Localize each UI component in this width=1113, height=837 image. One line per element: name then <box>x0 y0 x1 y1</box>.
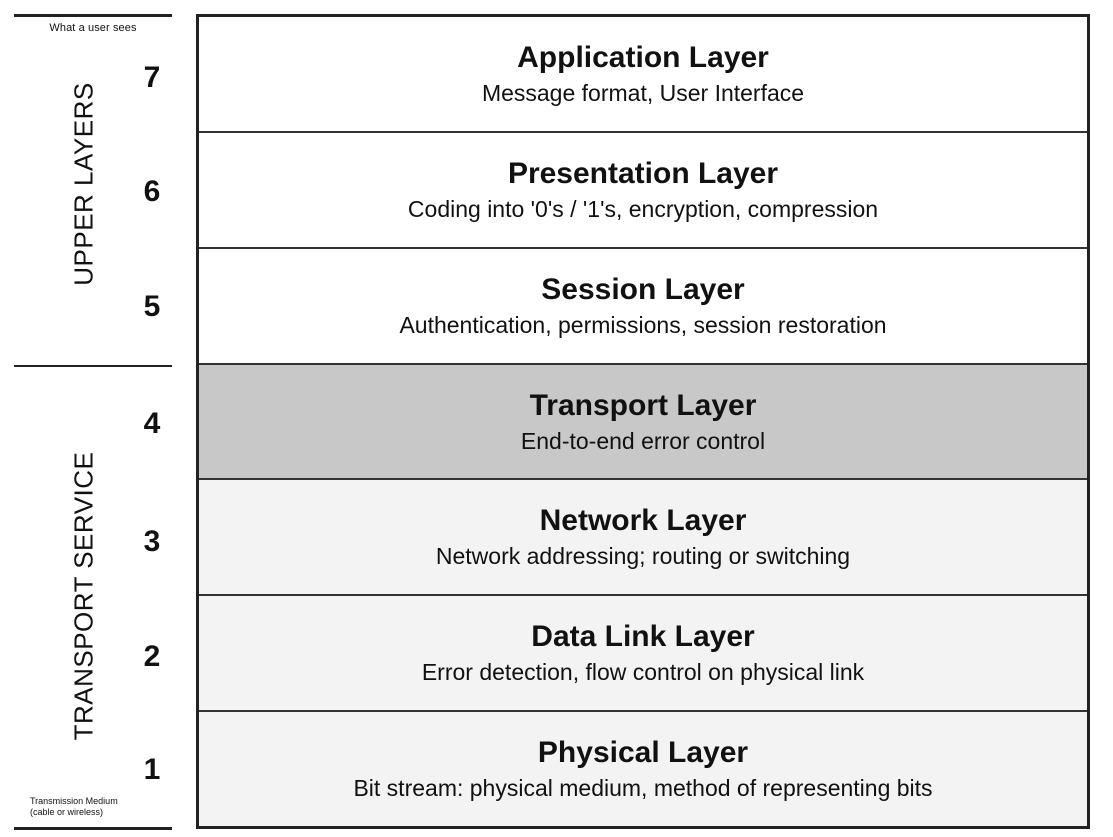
application-layer: Application Layer Message format, User I… <box>199 17 1087 131</box>
layer-number-2: 2 <box>143 640 161 673</box>
osi-layer-stack: Application Layer Message format, User I… <box>196 14 1090 829</box>
transport-service-label: TRANSPORT SERVICE <box>68 451 99 741</box>
layer-description: Coding into '0's / '1's, encryption, com… <box>407 195 879 222</box>
layer-number-4: 4 <box>143 407 161 440</box>
layer-name: Transport Layer <box>529 388 757 422</box>
group-divider <box>14 365 172 367</box>
layer-description: Error detection, flow control on physica… <box>421 659 865 686</box>
layer-name: Session Layer <box>541 272 745 306</box>
layer-name: Network Layer <box>539 504 747 538</box>
network-layer: Network Layer Network addressing; routin… <box>199 478 1087 595</box>
physical-layer: Physical Layer Bit stream: physical medi… <box>199 710 1087 827</box>
session-layer: Session Layer Authentication, permission… <box>199 246 1087 363</box>
cable-or-wireless-line: (cable or wireless) <box>30 807 104 817</box>
layer-number-7: 7 <box>143 61 161 94</box>
layer-description: Message format, User Interface <box>481 79 805 106</box>
upper-layers-label: UPPER LAYERS <box>68 82 99 286</box>
transport-layer: Transport Layer End-to-end error control <box>199 362 1087 479</box>
layer-name: Presentation Layer <box>507 156 779 190</box>
layer-description: Network addressing; routing or switching <box>435 543 851 570</box>
layer-number-6: 6 <box>143 175 161 208</box>
layer-description: Authentication, permissions, session res… <box>399 311 887 338</box>
transmission-medium-line: Transmission Medium <box>30 796 118 806</box>
layer-name: Physical Layer <box>537 736 749 770</box>
layer-description: Bit stream: physical medium, method of r… <box>353 775 933 802</box>
presentation-layer: Presentation Layer Coding into '0's / '1… <box>199 130 1087 247</box>
top-divider <box>14 14 172 17</box>
layer-number-3: 3 <box>143 525 161 558</box>
layer-number-1: 1 <box>143 753 161 786</box>
data-link-layer: Data Link Layer Error detection, flow co… <box>199 594 1087 711</box>
bottom-divider <box>14 827 172 830</box>
transmission-medium-note: Transmission Medium (cable or wireless) <box>30 796 190 818</box>
user-sees-note: What a user sees <box>49 22 137 34</box>
layer-name: Data Link Layer <box>531 620 755 654</box>
layer-number-5: 5 <box>143 290 161 323</box>
layer-description: End-to-end error control <box>520 427 766 454</box>
layer-name: Application Layer <box>517 40 769 74</box>
